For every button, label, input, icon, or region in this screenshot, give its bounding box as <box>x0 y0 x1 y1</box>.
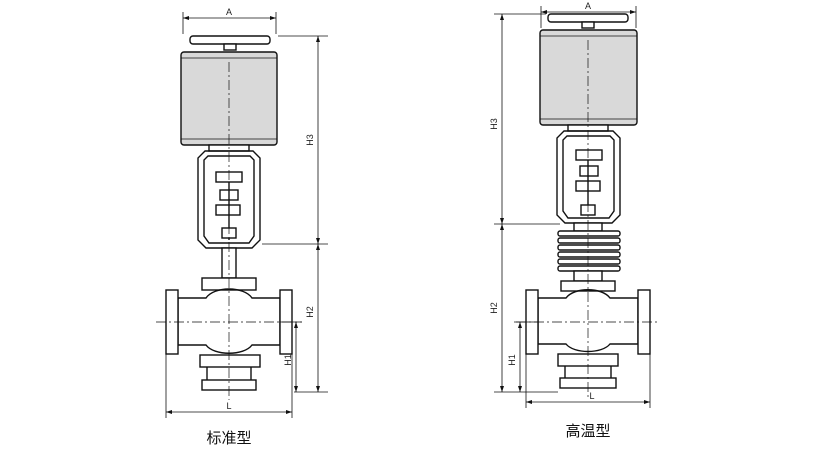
dim-a-label: A <box>226 7 232 17</box>
standard-valve-drawing: A <box>156 7 328 447</box>
dim-h3-label: H3 <box>305 134 315 146</box>
bottom-flange <box>199 354 261 368</box>
stroke-indicator <box>579 165 599 177</box>
dim-h1-label: H1 <box>507 354 517 366</box>
handwheel-hub <box>581 21 595 29</box>
dim-h1-label: H1 <box>283 354 293 366</box>
dim-h3-high-temp: H3 <box>489 13 560 225</box>
dim-h3-standard: H3 <box>262 35 328 245</box>
dim-h2-label: H2 <box>305 306 315 318</box>
dim-a-label: A <box>585 1 591 11</box>
dim-a-standard: A <box>182 7 277 34</box>
dim-h1-standard: H1 <box>280 321 302 392</box>
dim-l-label: L <box>226 401 231 411</box>
dim-l-label: L <box>589 391 594 401</box>
stem-connector <box>575 149 603 161</box>
dim-h2-standard: H2 <box>294 244 328 393</box>
high-temp-valve-drawing: A <box>489 1 660 440</box>
caption-standard: 标准型 <box>206 429 251 447</box>
dim-l-high-temp: L <box>525 354 651 408</box>
handwheel-hub <box>223 43 237 51</box>
dim-h1-high-temp: H1 <box>507 321 538 392</box>
dim-h3-label: H3 <box>489 118 499 130</box>
handwheel <box>547 13 629 23</box>
dim-h2-high-temp: H2 <box>489 224 558 393</box>
dim-h2-label: H2 <box>489 302 499 314</box>
yoke-frame <box>556 130 621 224</box>
handwheel <box>189 35 271 45</box>
actuator-housing <box>539 29 638 126</box>
dim-l-standard: L <box>165 354 293 418</box>
caption-high-temp: 高温型 <box>565 422 610 440</box>
dim-a-high-temp: A <box>540 1 637 28</box>
yoke-frame <box>197 150 261 249</box>
cooling-fins <box>557 222 621 282</box>
